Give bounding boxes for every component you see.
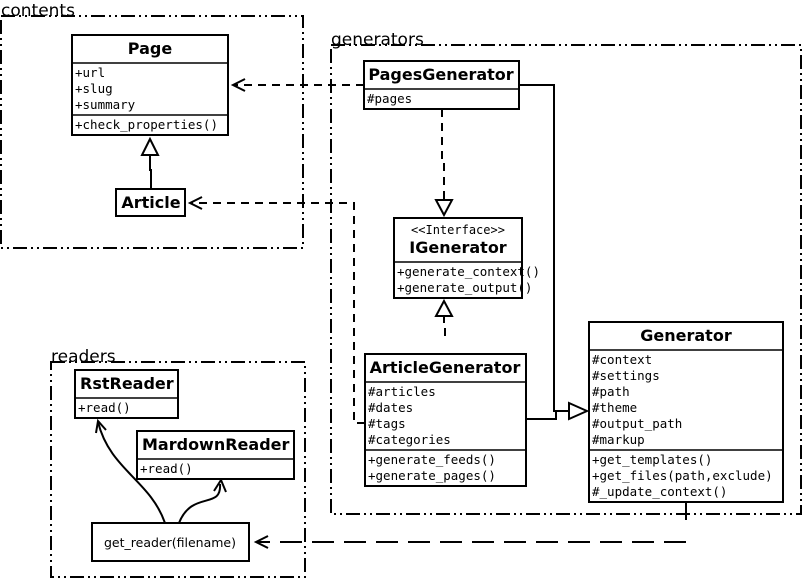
class-igenerator-method: +generate_output() <box>397 280 532 295</box>
class-rstreader-name: RstReader <box>80 374 174 393</box>
class-articlegenerator-method: +generate_pages() <box>368 468 496 483</box>
class-page-attr: +slug <box>75 81 113 96</box>
class-igenerator-stereotype: <<Interface>> <box>411 223 505 237</box>
class-igenerator-method: +generate_context() <box>397 264 540 279</box>
class-generator-attr: #output_path <box>592 416 682 431</box>
realization-articlegenerator-igenerator <box>434 298 454 336</box>
function-getreader: get_reader(filename) <box>91 522 250 562</box>
class-igenerator-name: IGenerator <box>409 238 507 257</box>
class-articlegenerator-attr: #tags <box>368 416 406 431</box>
class-igenerator: <<Interface>> IGenerator +generate_conte… <box>393 217 540 299</box>
class-page-method: +check_properties() <box>75 117 218 132</box>
class-generator-method: +get_files(path,exclude) <box>592 468 773 483</box>
class-rstreader-box <box>74 369 179 419</box>
class-article-name: Article <box>121 193 180 212</box>
class-igenerator-box <box>393 217 523 299</box>
class-pagesgenerator-name: PagesGenerator <box>368 65 513 84</box>
class-generator-attr: #markup <box>592 432 645 447</box>
package-contents: contents <box>0 1 304 249</box>
class-articlegenerator-box <box>364 353 527 487</box>
package-contents-label: contents <box>1 1 75 21</box>
class-articlegenerator-method: +generate_feeds() <box>368 452 496 467</box>
package-generators: generators <box>330 30 802 515</box>
function-getreader-box <box>91 522 250 562</box>
class-page-name: Page <box>128 39 173 58</box>
package-generators-label: generators <box>331 30 424 50</box>
package-generators-frame <box>330 44 802 515</box>
dependency-generator-getreader <box>253 502 687 549</box>
class-markdownreader: MardownReader +read() <box>136 430 295 480</box>
class-generator: Generator #context #settings #path #them… <box>588 321 784 503</box>
class-articlegenerator-name: ArticleGenerator <box>370 358 521 377</box>
class-generator-attr: #settings <box>592 368 660 383</box>
class-generator-attr: #context <box>592 352 652 367</box>
realization-pagesgenerator-igenerator <box>434 109 454 218</box>
association-getreader-markdownreader <box>178 477 227 524</box>
class-article-box <box>115 188 186 217</box>
class-articlegenerator: ArticleGenerator #articles #dates #tags … <box>364 353 527 487</box>
generalization-articlegenerator-generator <box>526 401 590 421</box>
class-generator-attr: #theme <box>592 400 637 415</box>
class-article: Article <box>115 188 186 217</box>
class-page: Page +url +slug +summary +check_properti… <box>71 34 229 136</box>
class-pagesgenerator: PagesGenerator #pages <box>363 60 520 110</box>
association-getreader-rstreader <box>95 418 166 524</box>
class-pagesgenerator-attr: #pages <box>367 91 412 106</box>
class-markdownreader-method: +read() <box>140 461 193 476</box>
class-articlegenerator-attr: #dates <box>368 400 413 415</box>
class-generator-name: Generator <box>640 326 732 345</box>
class-rstreader-method: +read() <box>78 400 131 415</box>
class-generator-box <box>588 321 784 503</box>
package-readers-frame <box>50 361 306 578</box>
class-pagesgenerator-box <box>363 60 520 110</box>
class-rstreader: RstReader +read() <box>74 369 179 419</box>
class-generator-method: +get_templates() <box>592 452 712 467</box>
class-articlegenerator-attr: #categories <box>368 432 451 447</box>
package-readers-label: readers <box>51 347 116 367</box>
class-markdownreader-name: MardownReader <box>142 435 290 454</box>
generalization-article-page <box>140 136 160 189</box>
dependency-pagesgenerator-page <box>230 78 364 92</box>
function-getreader-name: get_reader(filename) <box>104 535 236 550</box>
class-generator-method: #_update_context() <box>592 484 727 499</box>
class-markdownreader-box <box>136 430 295 480</box>
package-readers: readers <box>50 347 306 578</box>
package-contents-frame <box>0 15 304 249</box>
class-page-box <box>71 34 229 136</box>
dependency-articlegenerator-article <box>187 196 365 424</box>
class-page-attr: +summary <box>75 97 136 112</box>
class-page-attr: +url <box>75 65 105 80</box>
class-articlegenerator-attr: #articles <box>368 384 436 399</box>
class-generator-attr: #path <box>592 384 630 399</box>
